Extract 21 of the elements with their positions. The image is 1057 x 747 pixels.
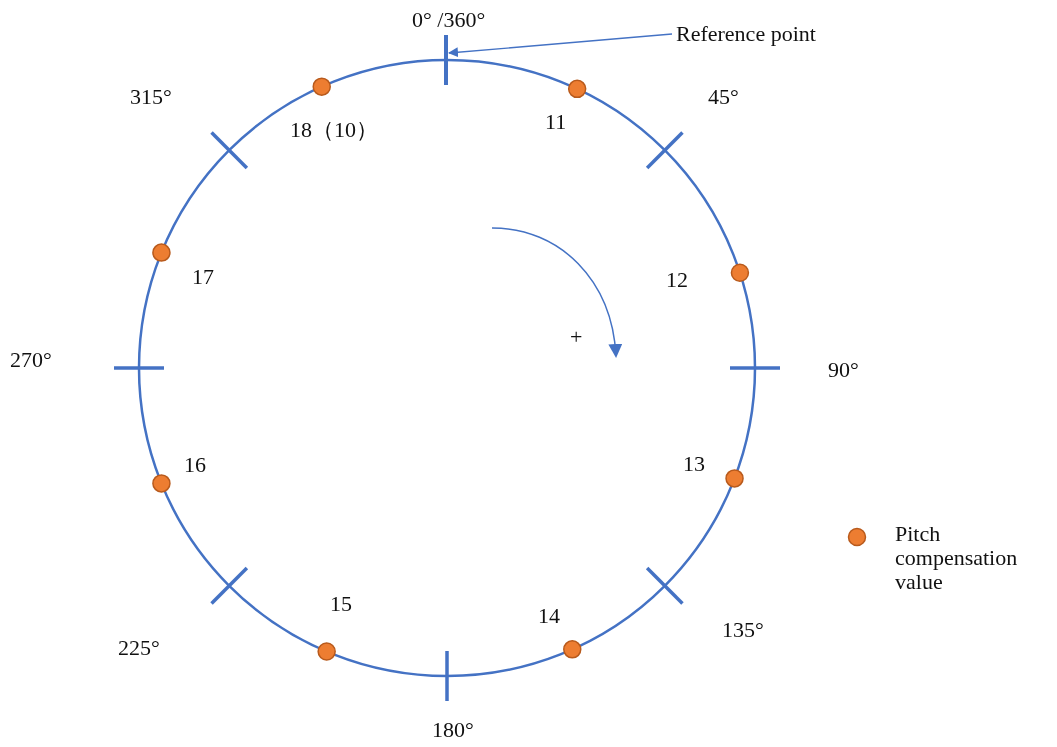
- value-label: 18（10）: [290, 118, 378, 143]
- value-label: 11: [545, 110, 567, 135]
- legend-text: Pitch compensation value: [895, 522, 1019, 595]
- callout-text: Reference point: [676, 22, 816, 47]
- value-label: 14: [538, 604, 560, 629]
- tick-mark: [444, 35, 448, 85]
- angle-label: 180°: [432, 718, 474, 743]
- angle-label: 45°: [708, 85, 739, 110]
- angle-label: 315°: [130, 85, 172, 110]
- sign-label: +: [570, 325, 583, 350]
- angle-label: 225°: [118, 636, 160, 661]
- value-label: 12: [666, 268, 688, 293]
- angle-label: 270°: [10, 348, 52, 373]
- value-label: 16: [184, 453, 206, 478]
- angle-label: 135°: [722, 618, 764, 643]
- leader-line: [448, 33, 673, 58]
- angle-label: 90°: [828, 358, 859, 383]
- angle-label: 0° /360°: [412, 8, 486, 33]
- value-label: 17: [192, 265, 214, 290]
- value-label: 13: [683, 452, 705, 477]
- value-label: 15: [330, 592, 352, 617]
